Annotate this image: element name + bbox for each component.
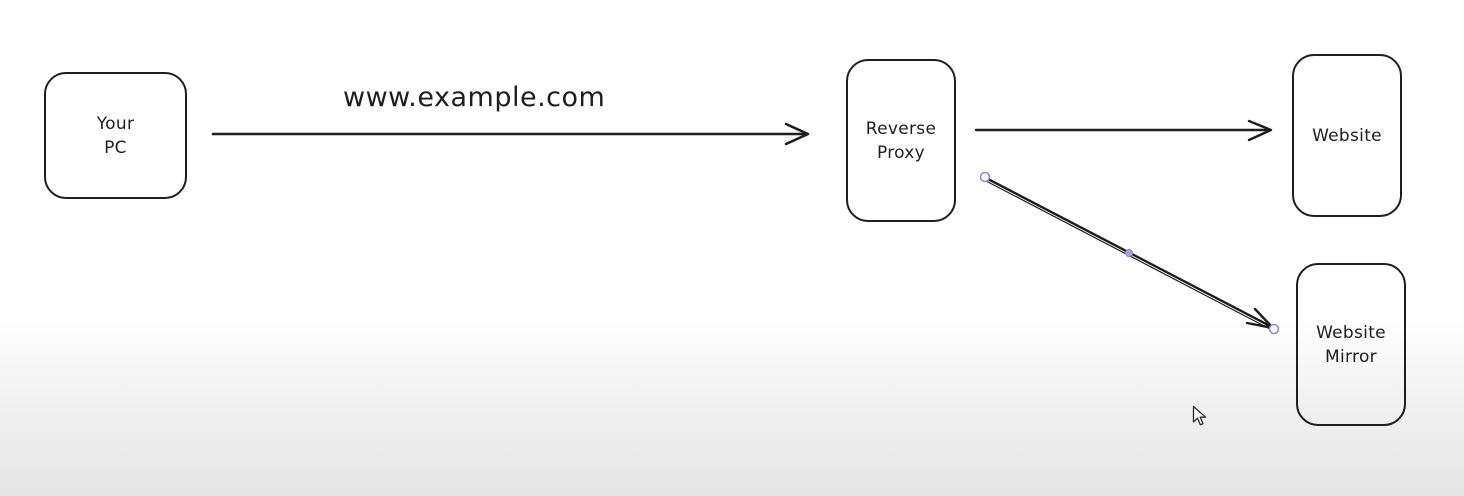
node-website[interactable]: Website	[1292, 54, 1402, 217]
node-reverse-proxy-line1: Reverse	[865, 118, 937, 139]
arrow-proxy-to-mirror[interactable]	[979, 171, 1280, 335]
node-reverse-proxy-label: Reverse Proxy	[866, 117, 936, 165]
node-your-pc-line1: Your	[96, 113, 135, 134]
node-your-pc-label: Your PC	[97, 112, 135, 160]
selection-start-handle[interactable]	[979, 171, 991, 183]
node-website-mirror-label: Website Mirror	[1316, 321, 1386, 369]
node-reverse-proxy-line2: Proxy	[876, 142, 926, 163]
node-your-pc-line2: PC	[104, 137, 127, 158]
arrow-proxy-to-website[interactable]	[974, 119, 1273, 142]
node-website-mirror-line1: Website	[1316, 322, 1386, 343]
node-website-label: Website	[1312, 124, 1382, 148]
edge-label-url[interactable]: www.example.com	[343, 82, 606, 113]
arrow-pc-to-proxy[interactable]	[211, 122, 810, 146]
selection-mid-handle[interactable]	[1125, 249, 1133, 257]
node-website-mirror-line2: Mirror	[1325, 346, 1377, 367]
node-your-pc[interactable]: Your PC	[44, 72, 187, 199]
node-reverse-proxy[interactable]: Reverse Proxy	[846, 59, 956, 222]
node-website-line1: Website	[1312, 125, 1382, 146]
node-website-mirror[interactable]: Website Mirror	[1296, 263, 1406, 426]
selection-end-handle[interactable]	[1268, 323, 1280, 335]
mouse-pointer-icon	[1192, 405, 1207, 426]
